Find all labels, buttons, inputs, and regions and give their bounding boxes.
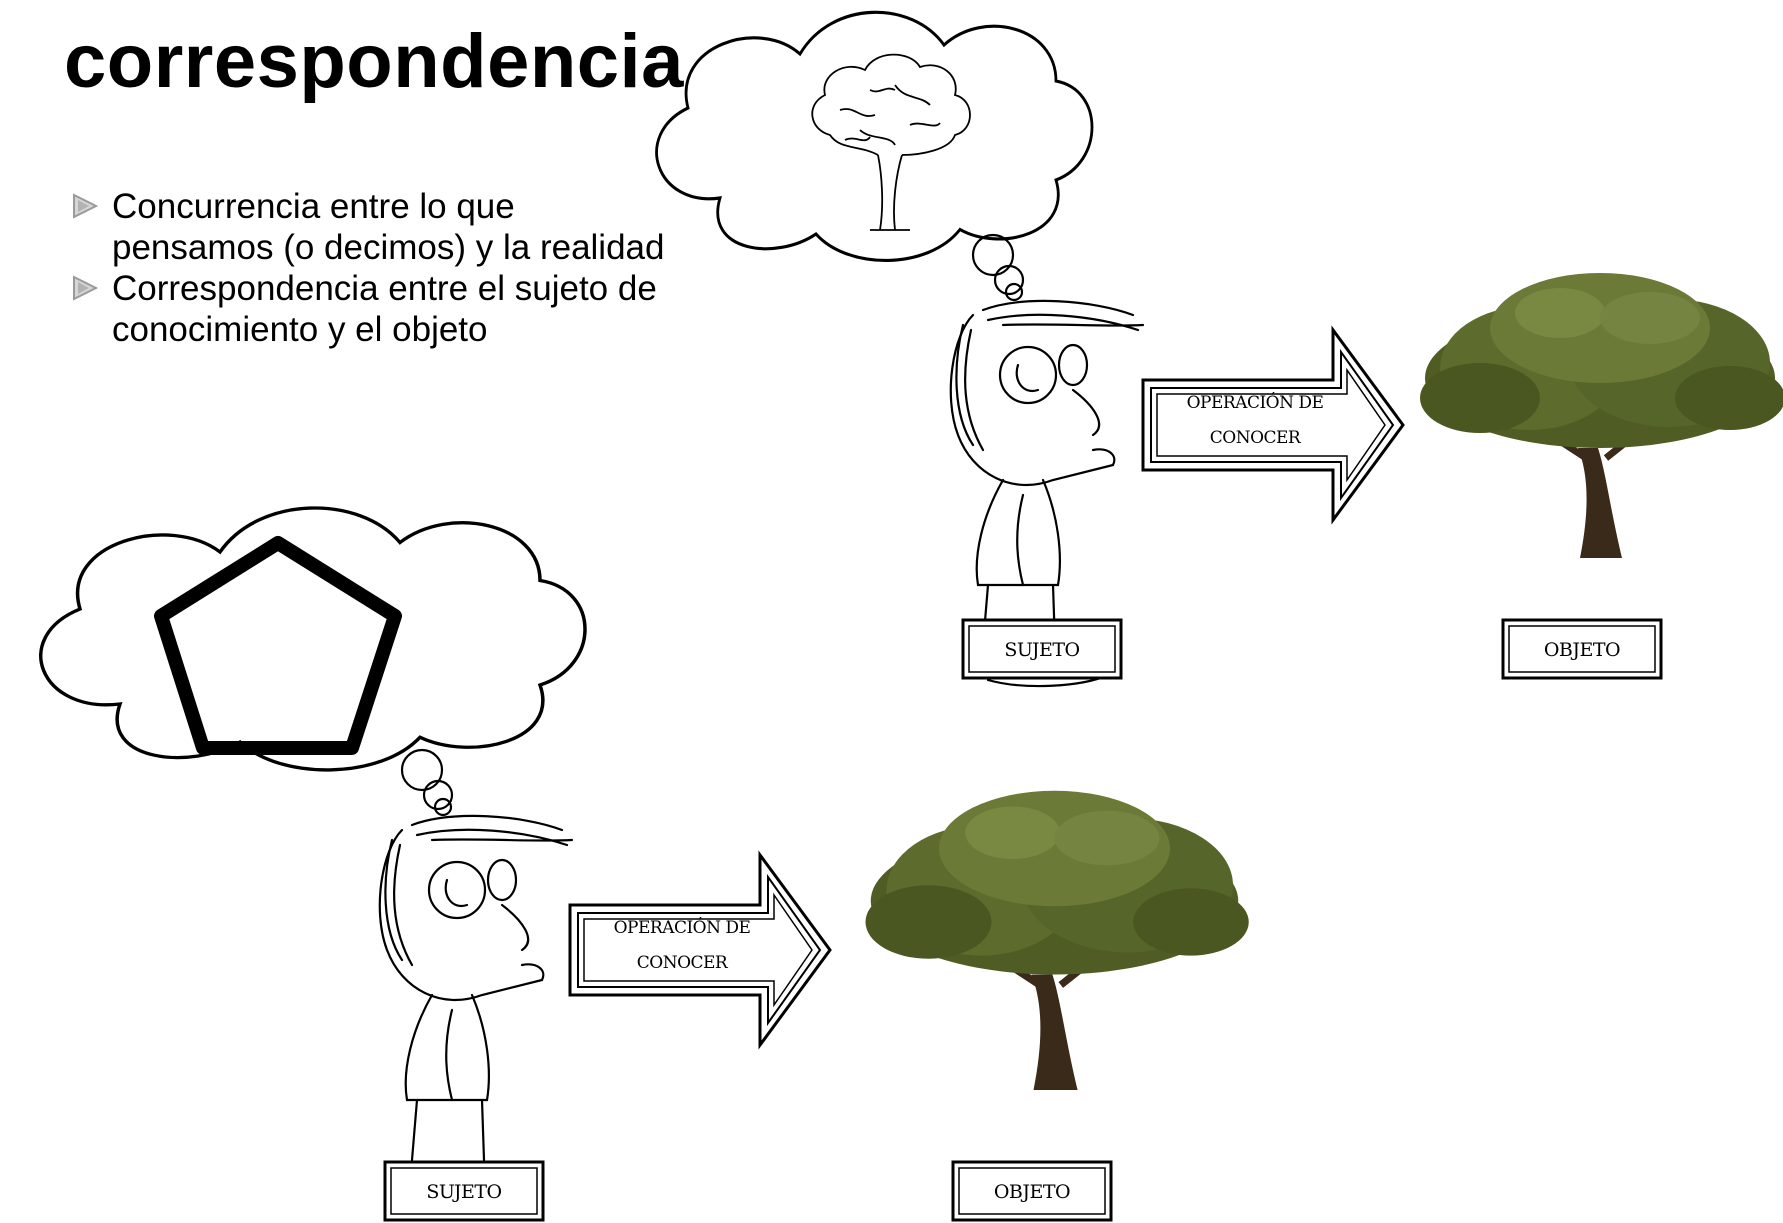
bottom-thought-bubble [39,506,587,772]
bottom-arrow-line2: CONOCER [637,953,729,973]
bottom-object-tree [866,791,1249,1090]
bottom-subject-tag: SUJETO [383,1160,545,1222]
bottom-subject-label: SUJETO [426,1181,501,1203]
bullet-list: Concurrencia entre lo que pensamos (o de… [70,186,710,350]
top-operation-arrow: OPERACIÓN DE CONOCER [1141,328,1405,522]
bullet-item: Correspondencia entre el sujeto de conoc… [70,268,710,350]
top-object-label: OBJETO [1544,639,1620,661]
top-subject-label: SUJETO [1004,639,1079,661]
top-arrow-line1: OPERACIÓN DE [1187,392,1324,413]
bullet-arrow-icon [73,193,98,219]
bottom-object-label: OBJETO [994,1181,1070,1203]
top-object-tree [1420,273,1783,558]
bottom-object-tag: OBJETO [951,1160,1113,1222]
bottom-operation-arrow: OPERACIÓN DE CONOCER [568,853,832,1047]
bullet-text: Concurrencia entre lo que pensamos (o de… [112,187,665,267]
pentagon-icon [154,536,402,755]
bottom-arrow-line1: OPERACIÓN DE [614,917,751,938]
bullet-arrow-icon [73,275,98,301]
tree-sketch-icon [811,53,971,231]
bullet-item: Concurrencia entre lo que pensamos (o de… [70,186,710,268]
top-subject-character [949,233,1145,688]
bullet-text: Correspondencia entre el sujeto de conoc… [112,269,657,349]
top-arrow-line2: CONOCER [1210,428,1302,448]
top-subject-tag: SUJETO [961,618,1123,680]
slide-title: correspondencia [64,19,684,104]
top-object-tag: OBJETO [1501,618,1663,680]
bottom-subject-character [378,748,574,1203]
